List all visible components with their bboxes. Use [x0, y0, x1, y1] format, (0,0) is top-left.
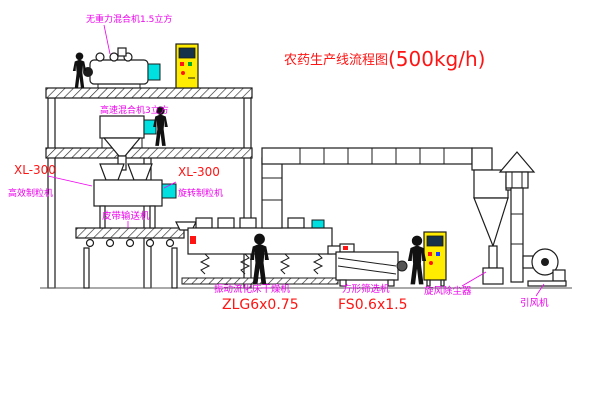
worker-figure: [407, 235, 427, 285]
panel-screen: [426, 235, 444, 247]
panel-leg: [440, 279, 445, 287]
mixer-port: [109, 52, 119, 62]
granulator-motor: [161, 183, 177, 199]
conveyor-bed: [75, 227, 185, 239]
sieve-foot: [387, 279, 395, 287]
control-panel-2: [423, 231, 447, 287]
sieve-deck: [337, 265, 397, 275]
building-frame: [40, 87, 572, 289]
cyclone-dust-collector: [473, 169, 513, 285]
panel-lamp: [181, 71, 185, 75]
cyclone-cylinder: [473, 169, 509, 199]
panel-button-red: [428, 252, 432, 256]
cyclone-collector-bin: [482, 267, 504, 285]
label-dryer-name: 振动流化床干燥机: [214, 283, 291, 295]
conveyor-roller: [85, 238, 95, 248]
leader-lines: [47, 24, 545, 297]
floor-slab-top: [45, 87, 253, 99]
label-granulator-left-model: XL-300: [14, 163, 56, 177]
dryer-spring: [199, 253, 211, 275]
conveyor-roller: [145, 238, 155, 248]
stack-cap-collar: [505, 171, 529, 189]
dryer-base: [181, 277, 339, 285]
worker-figure: [72, 52, 87, 89]
diagram-title: 农药生产线流程图: [284, 53, 388, 68]
panel-button-green: [188, 62, 192, 66]
sieve-body: [335, 251, 399, 281]
cyclone-discharge-pipe: [488, 245, 498, 269]
square-sieve: [335, 243, 408, 287]
conveyor-roller: [105, 238, 115, 248]
mixer-motor: [147, 63, 161, 81]
top-mixer-machine: [83, 47, 161, 88]
exhaust-ducting: [261, 147, 493, 229]
panel-button-red: [180, 62, 184, 66]
high-speed-mixer-machine: [99, 115, 157, 171]
conveyor-leg: [171, 247, 178, 289]
fan-hub: [541, 258, 549, 266]
horizontal-duct: [261, 147, 473, 165]
floor-slab-middle: [45, 147, 253, 159]
panel-button-blue: [436, 252, 440, 256]
granulator-body: [93, 179, 163, 207]
duct-elbow-down: [471, 147, 493, 171]
mixer-stub: [117, 47, 127, 57]
stack-pipe: [510, 187, 524, 283]
panel-leg: [426, 279, 431, 287]
dryer-door: [239, 217, 257, 229]
sieve-foot: [339, 279, 347, 287]
conveyor-roller: [165, 238, 175, 248]
dryer-door: [217, 217, 235, 229]
conveyor-roller: [125, 238, 135, 248]
dryer-indicator: [190, 236, 196, 244]
label-fan: 引风机: [520, 297, 549, 309]
granulator-hopper-left: [99, 163, 125, 181]
label-belt-conveyor: 皮带输送机: [102, 210, 150, 222]
fan-base: [527, 280, 567, 287]
dryer-riser-duct: [261, 157, 283, 229]
stack-rain-cap: [498, 151, 536, 173]
mixer-port: [95, 52, 105, 62]
dryer-fan-box: [311, 219, 325, 229]
label-granulator-left-name: 高效制粒机: [8, 187, 53, 199]
sieve-vibrator-motor: [396, 260, 408, 272]
dryer-door: [287, 217, 305, 229]
label-sieve-name: 方形筛选机: [342, 283, 390, 295]
label-dryer-model: ZLG6x0.75: [222, 297, 299, 313]
diagram-capacity: (500kg/h): [388, 47, 485, 71]
label-granulator-right-name: 旋转制粒机: [178, 187, 223, 199]
label-sieve-model: FS0.6x1.5: [338, 297, 408, 313]
label-top-mixer: 无重力混合机1.5立方: [86, 13, 172, 25]
granulator-machines: [93, 163, 177, 229]
belt-conveyor: [75, 227, 185, 289]
granulator-leg: [149, 205, 156, 229]
control-panel-1: [175, 43, 199, 89]
sieve-indicator: [343, 246, 348, 250]
fan-motor: [552, 269, 566, 282]
mixer-body: [89, 59, 149, 85]
panel-screen: [178, 47, 196, 59]
label-granulator-right-model: XL-300: [178, 165, 220, 179]
exhaust-stack: [498, 151, 536, 283]
conveyor-leg: [83, 247, 90, 289]
granulator-leg: [99, 205, 106, 229]
cyclone-cone: [473, 197, 509, 248]
hs-mixer-body: [99, 115, 145, 139]
label-cyclone: 旋风除尘器: [424, 285, 472, 297]
dryer-spring: [312, 253, 324, 275]
dryer-spring: [239, 253, 251, 275]
panel-lamp: [429, 261, 433, 265]
dryer-spring: [279, 253, 291, 275]
dryer-door: [195, 217, 213, 229]
induced-draft-fan: [522, 248, 567, 287]
label-high-speed-mixer: 高速混合机3立方: [100, 104, 169, 116]
sieve-deck: [337, 257, 397, 267]
